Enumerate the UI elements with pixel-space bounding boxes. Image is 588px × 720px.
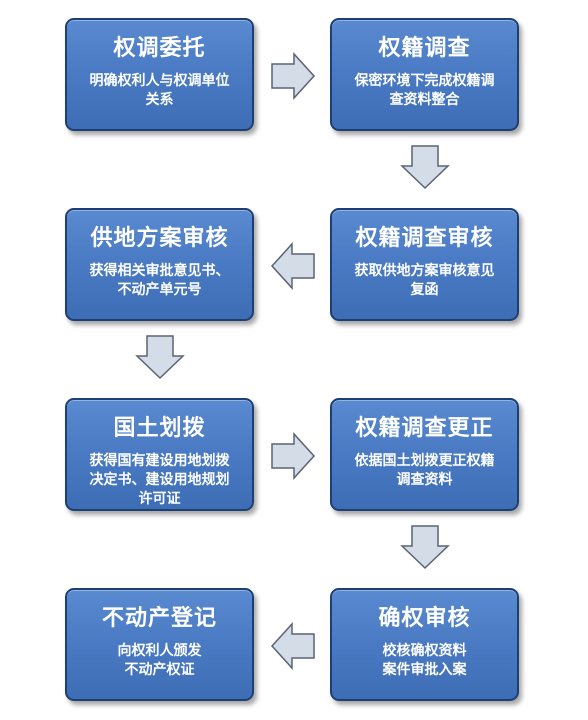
step-description: 获取供地方案审核意见 复函: [354, 263, 495, 298]
step-title: 权籍调查审核: [355, 225, 494, 251]
step-box-1: 权调委托 明确权利人与权调单位 关系: [65, 18, 254, 131]
arrow-left-icon: [270, 242, 316, 290]
arrow-down-icon: [135, 334, 185, 380]
arrow-right-icon: [270, 432, 316, 480]
step-title: 不动产登记: [101, 605, 217, 631]
step-box-3: 权籍调查审核 获取供地方案审核意见 复函: [330, 208, 519, 321]
step-title: 权调委托: [113, 35, 206, 61]
step-title: 权籍调查: [378, 35, 471, 61]
step-title: 确权审核: [378, 605, 471, 631]
step-box-6: 权籍调查更正 依据国土划拨更正权籍 调查资料: [330, 398, 519, 511]
step-description: 保密环境下完成权籍调 查资料整合: [354, 73, 495, 108]
step-description: 依据国土划拨更正权籍 调查资料: [354, 453, 495, 488]
step-description: 明确权利人与权调单位 关系: [89, 73, 230, 108]
step-title: 供地方案审核: [90, 225, 229, 251]
arrow-left-icon: [270, 622, 316, 670]
step-box-4: 供地方案审核 获得相关审批意见书、 不动产单元号: [65, 208, 254, 321]
step-title: 权籍调查更正: [355, 415, 494, 441]
arrow-down-icon: [400, 524, 450, 570]
step-box-7: 确权审核 校核确权资料 案件审批入案: [330, 588, 519, 701]
step-box-8: 不动产登记 向权利人颁发 不动产权证: [65, 588, 254, 701]
step-box-2: 权籍调查 保密环境下完成权籍调 查资料整合: [330, 18, 519, 131]
step-description: 获得相关审批意见书、 不动产单元号: [89, 263, 230, 298]
step-description: 向权利人颁发 不动产权证: [117, 643, 202, 678]
arrow-right-icon: [270, 52, 316, 100]
step-title: 国土划拨: [113, 415, 206, 441]
step-description: 获得国有建设用地划拨 决定书、建设用地规划 许可证: [89, 453, 230, 507]
arrow-down-icon: [400, 144, 450, 190]
step-description: 校核确权资料 案件审批入案: [382, 643, 467, 678]
step-box-5: 国土划拨 获得国有建设用地划拨 决定书、建设用地规划 许可证: [65, 398, 254, 511]
